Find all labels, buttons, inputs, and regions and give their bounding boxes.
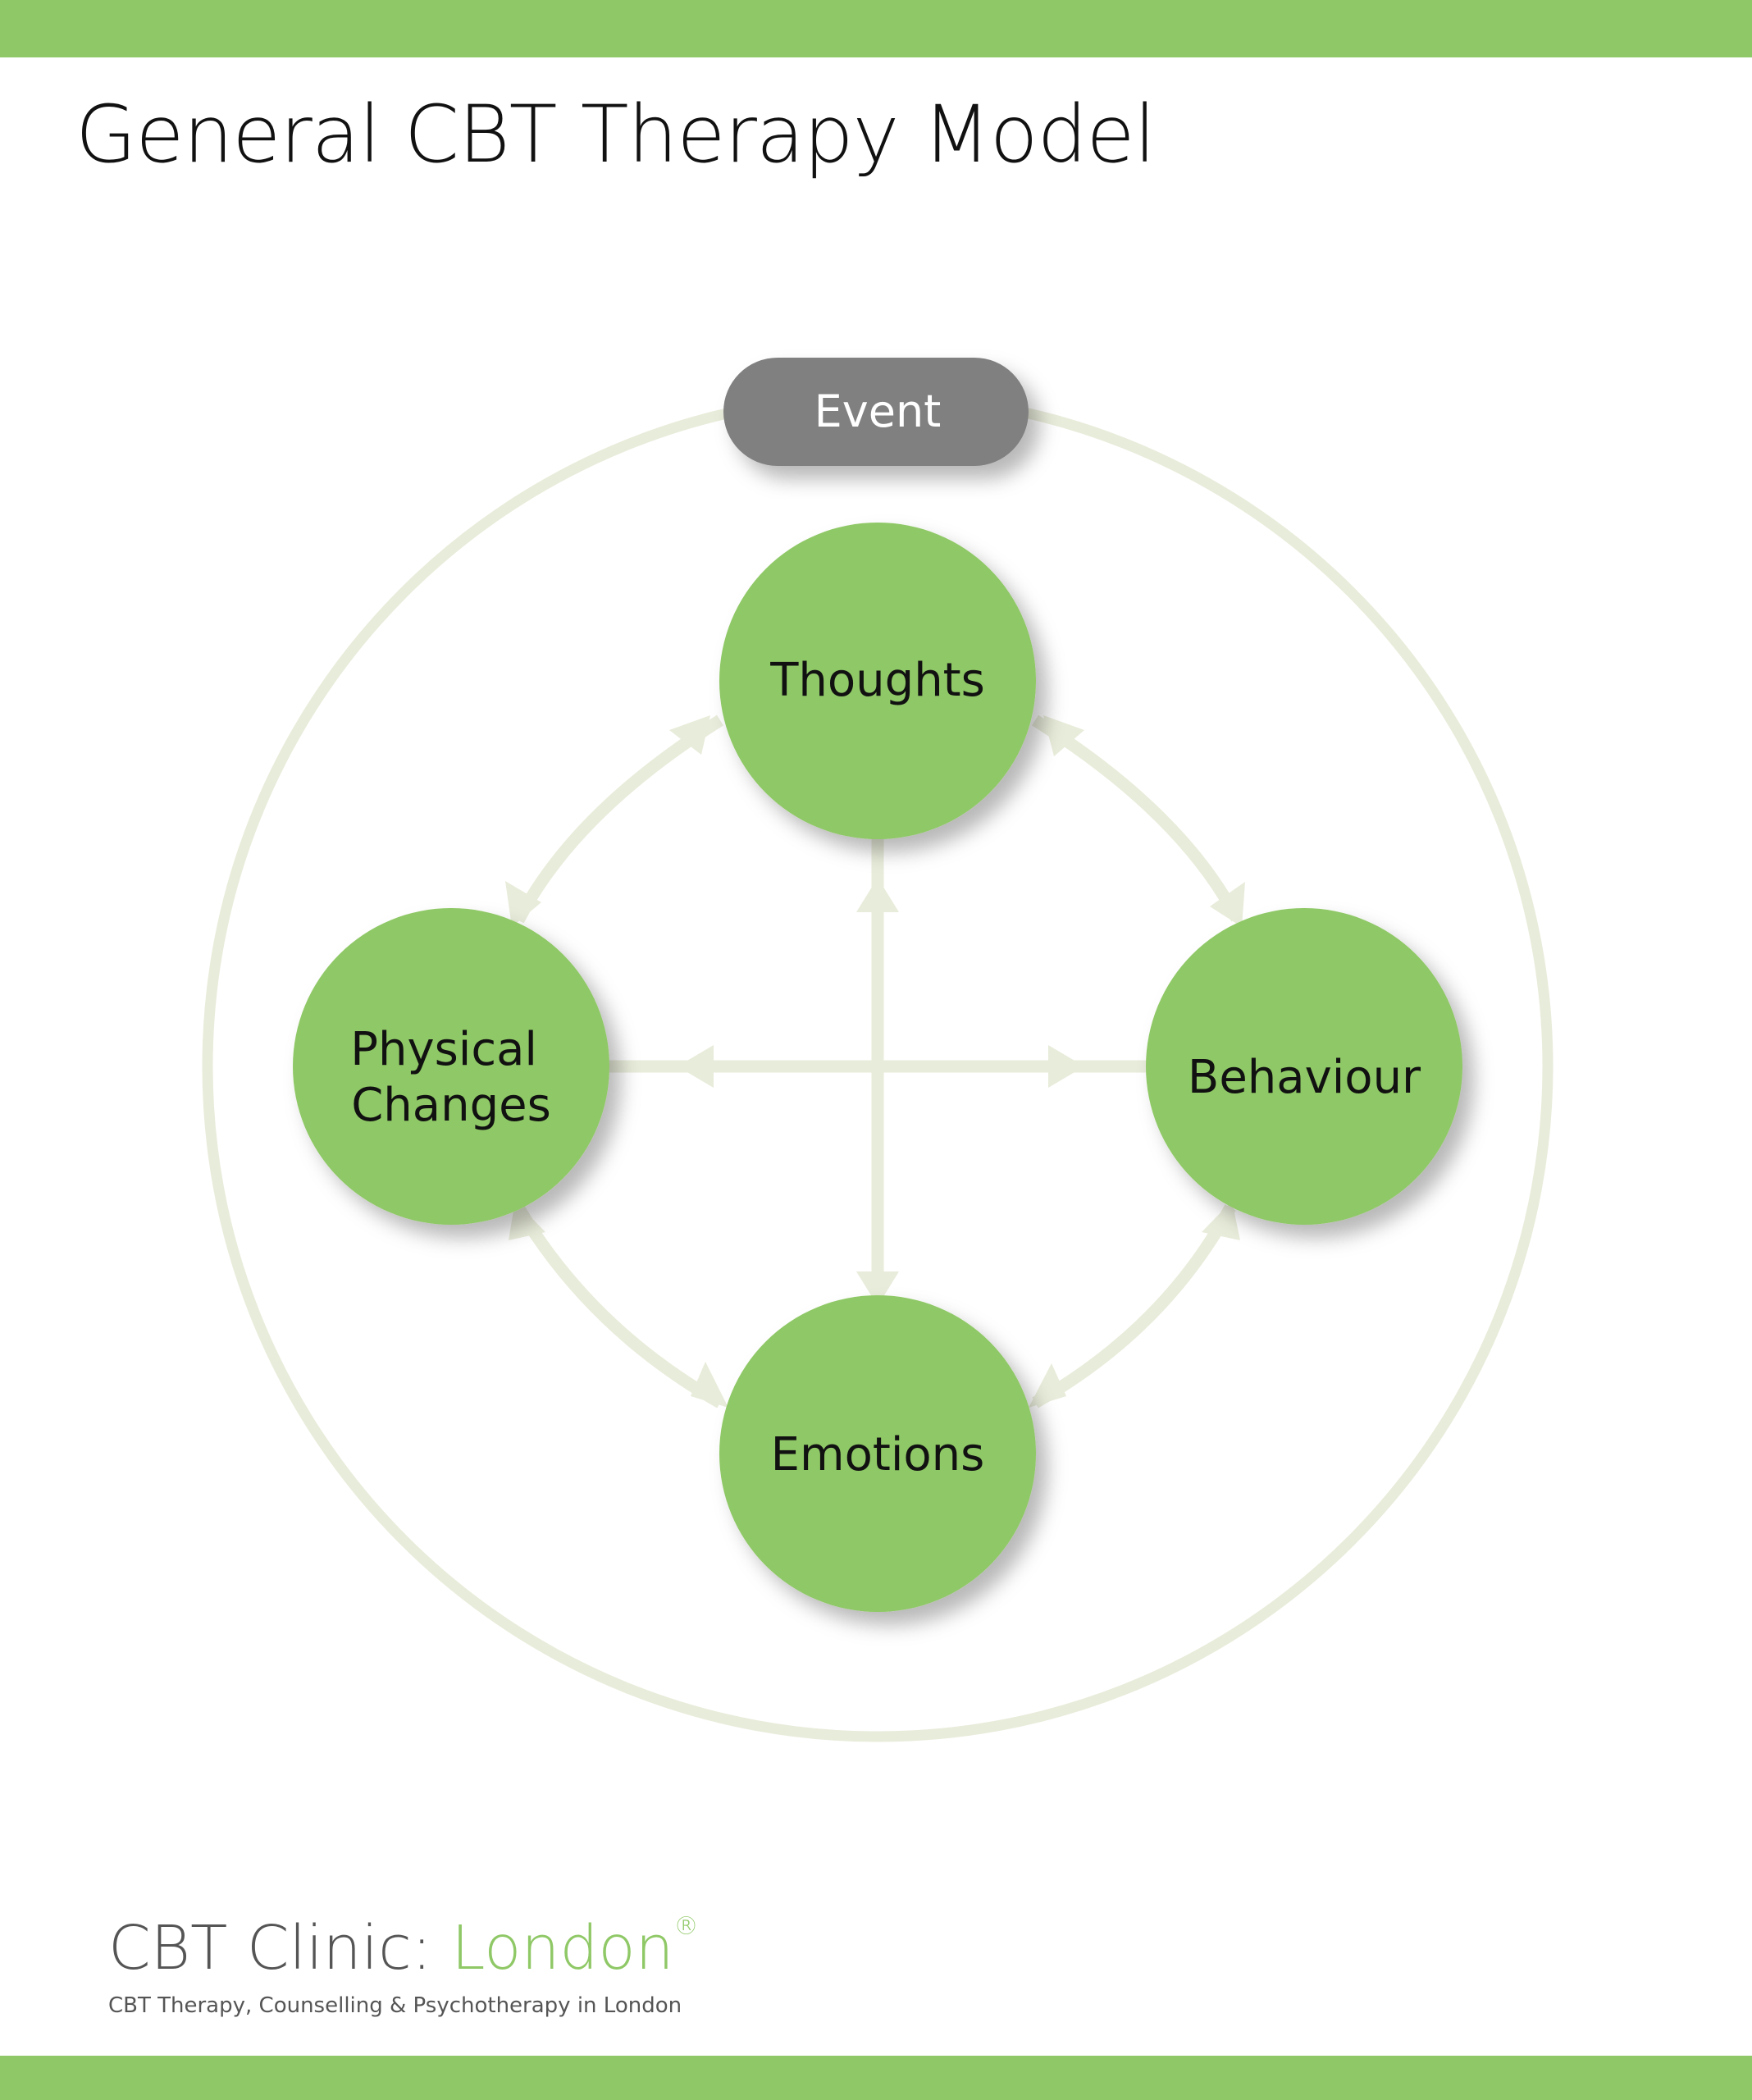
thoughts-circle: [719, 523, 1036, 839]
arrowhead-to-physical-horizontal: [678, 1045, 714, 1088]
brand-tagline: CBT Therapy, Counselling & Psychotherapy…: [108, 1993, 682, 2018]
arrowhead-to-emotions-vertical: [856, 1271, 899, 1306]
bottom-accent-bar: [0, 2056, 1752, 2100]
connector-thoughts-behaviour: [1032, 714, 1243, 922]
footer-branding: CBT Clinic: London® CBT Therapy, Counsel…: [108, 1915, 699, 2019]
physical-changes-circle: [293, 908, 609, 1225]
node-physical-changes: Physical Changes: [293, 908, 609, 1225]
behaviour-label: Behaviour: [1188, 1051, 1421, 1104]
arrowhead-to-behaviour-horizontal: [1048, 1045, 1084, 1088]
node-behaviour: Behaviour: [1146, 908, 1462, 1225]
arrowhead-to-physical-from-emotions: [509, 1201, 545, 1240]
connector-behaviour-emotions: [1032, 1204, 1236, 1408]
physical-changes-label-line2: Changes: [351, 1079, 551, 1132]
brand-main-text: CBT Clinic:: [108, 1913, 452, 1984]
arrowhead-to-behaviour-from-thoughts: [1210, 882, 1245, 927]
connector-physical-thoughts: [513, 714, 723, 924]
arrowhead-to-thoughts-vertical: [856, 878, 899, 912]
node-emotions: Emotions: [719, 1295, 1036, 1612]
brand-logo-text: CBT Clinic: London®: [108, 1915, 699, 1979]
connector-emotions-physical: [513, 1204, 723, 1408]
arrowhead-to-emotions-from-behaviour: [1029, 1363, 1066, 1408]
event-node: Event: [723, 358, 1029, 466]
arrowhead-to-thoughts-from-behaviour: [1043, 715, 1084, 756]
event-label: Event: [814, 386, 942, 437]
top-accent-bar: [0, 0, 1752, 57]
arrowhead-to-emotions-from-physical: [691, 1362, 728, 1408]
arrowhead-to-thoughts-from-physical: [669, 715, 710, 755]
page-title: General CBT Therapy Model: [75, 89, 1156, 180]
brand-accent-text: London: [451, 1913, 674, 1984]
event-pill: [723, 358, 1029, 466]
emotions-label: Emotions: [771, 1428, 985, 1481]
behaviour-circle: [1146, 908, 1462, 1225]
node-thoughts: Thoughts: [719, 523, 1036, 839]
arrowhead-to-physical-from-thoughts: [505, 881, 541, 927]
registered-mark: ®: [673, 1912, 699, 1941]
emotions-circle: [719, 1295, 1036, 1612]
thoughts-label: Thoughts: [769, 654, 985, 707]
physical-changes-label-line1: Physical: [350, 1023, 537, 1076]
arrowhead-to-behaviour-from-emotions: [1202, 1201, 1240, 1240]
physical-changes-label: Physical Changes: [350, 1023, 552, 1132]
